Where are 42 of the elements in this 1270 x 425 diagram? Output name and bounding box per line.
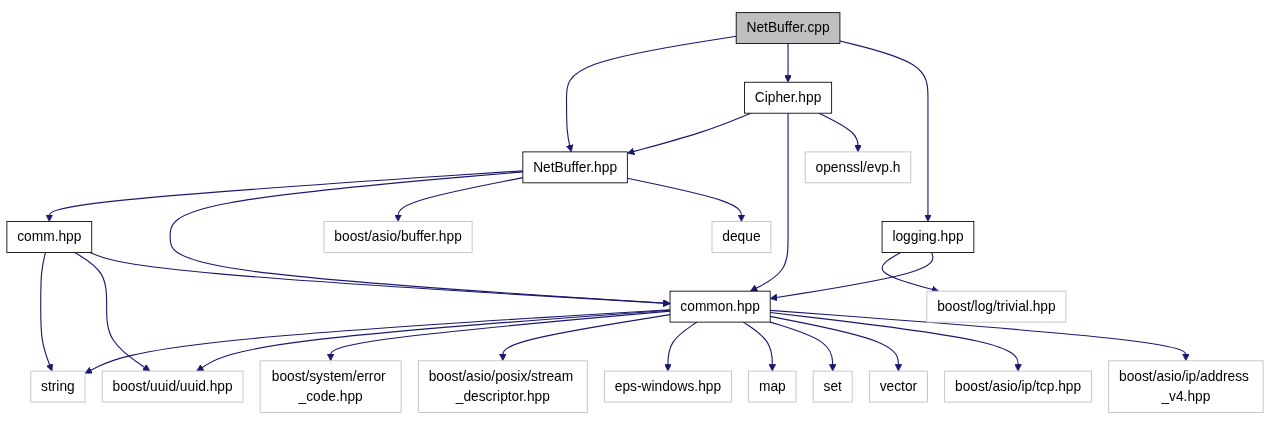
- node-box: boost/asio/buffer.hpp: [323, 221, 473, 253]
- node-box: string: [30, 370, 86, 403]
- arrow: [769, 251, 934, 302]
- arrow: [769, 321, 837, 372]
- arrow: [565, 35, 737, 153]
- arrow: [818, 112, 862, 153]
- arrow: [742, 321, 777, 372]
- node-box: boost/system/error _code.hpp: [259, 360, 402, 413]
- node-box: boost/asio/ip/tcp.hpp: [944, 370, 1092, 403]
- arrow: [45, 170, 524, 222]
- node-box: boost/log/trivial.hpp: [926, 290, 1067, 323]
- node-box: map: [748, 370, 797, 403]
- node-box: boost/asio/ip/address _v4.hpp: [1108, 360, 1264, 413]
- arrow: [499, 314, 671, 362]
- node-box: NetBuffer.cpp: [735, 12, 841, 44]
- node-box: openssl/evp.h: [804, 151, 912, 184]
- arrow: [769, 311, 1022, 372]
- arrow: [769, 309, 1190, 362]
- arrow: [74, 251, 151, 372]
- node-box: boost/asio/posix/stream _descriptor.hpp: [417, 360, 588, 413]
- node-box: logging.hpp: [881, 221, 975, 253]
- arrow: [839, 40, 932, 222]
- arrow: [626, 177, 746, 222]
- arrow: [40, 251, 54, 372]
- node-box: set: [812, 370, 853, 403]
- arrow: [769, 315, 903, 372]
- arrow: [326, 310, 671, 362]
- node-box: boost/uuid/uuid.hpp: [101, 370, 244, 403]
- arrow: [84, 309, 671, 374]
- node-box: NetBuffer.hpp: [522, 151, 628, 184]
- node-box: vector: [868, 370, 928, 403]
- arrow: [664, 321, 698, 372]
- node-box: Cipher.hpp: [744, 81, 833, 114]
- node-box: deque: [711, 221, 772, 253]
- arrow: [784, 43, 792, 83]
- arrow: [394, 177, 524, 222]
- node-box: common.hpp: [669, 290, 771, 323]
- arrow: [89, 251, 671, 307]
- node-box: eps-windows.hpp: [604, 370, 732, 403]
- arrow: [196, 309, 671, 372]
- arrow: [749, 112, 789, 292]
- node-box: comm.hpp: [6, 221, 93, 253]
